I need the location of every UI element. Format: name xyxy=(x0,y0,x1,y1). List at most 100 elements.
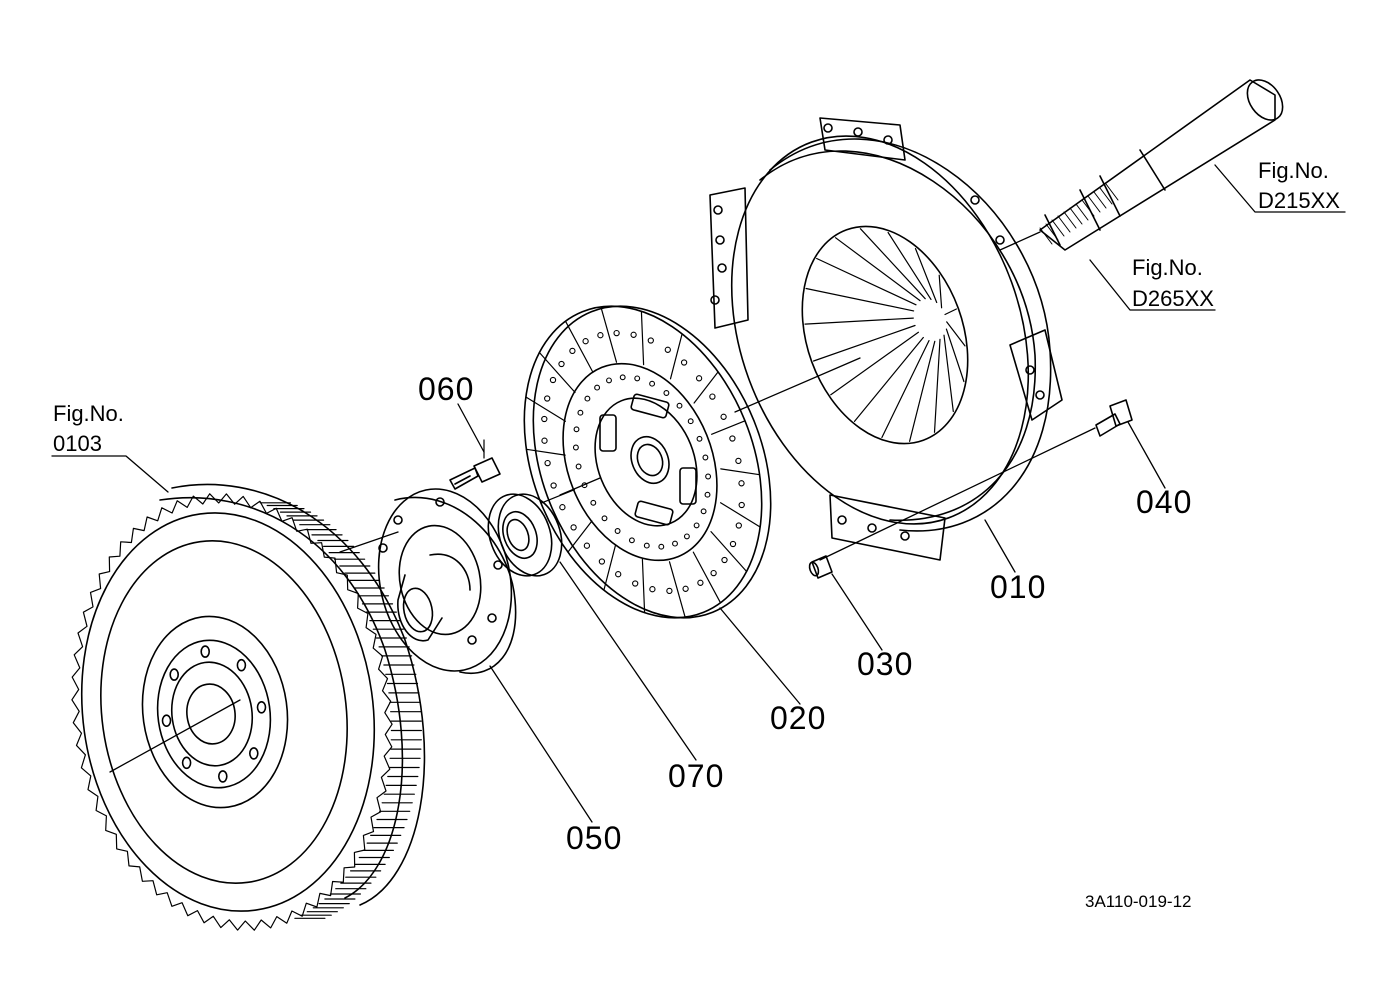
clutch-disc-facing-segments xyxy=(525,306,761,618)
bearing xyxy=(487,493,563,577)
plate-rivet xyxy=(696,435,703,442)
facing-segment-divider xyxy=(525,448,566,456)
plate-rivet xyxy=(577,409,584,416)
facing-segment-divider xyxy=(640,310,645,366)
spline-line xyxy=(1045,223,1059,241)
facing-rivet xyxy=(615,571,622,578)
diaphragm-finger xyxy=(914,248,938,304)
facing-rivet xyxy=(697,579,704,586)
facing-segment-divider xyxy=(603,544,617,591)
facing-segment-divider xyxy=(710,530,748,573)
plate-rivet xyxy=(590,499,597,506)
plate-rivet xyxy=(687,418,694,425)
plate-rivet xyxy=(601,515,608,522)
plate-rivet xyxy=(594,384,601,391)
facing-segment-divider xyxy=(564,320,594,373)
facing-rivet xyxy=(664,346,671,353)
leader-lines xyxy=(51,164,1346,823)
pressure-plate-hole xyxy=(710,295,720,305)
facing-rivet xyxy=(729,435,736,442)
facing-segment-divider xyxy=(669,333,683,380)
diaphragm-finger xyxy=(816,257,917,306)
plate-rivet xyxy=(614,528,621,534)
hub-flange xyxy=(377,488,517,675)
pressure-plate-hole xyxy=(995,235,1005,245)
plate-rivet xyxy=(658,543,665,550)
plate-rivet xyxy=(683,533,690,540)
pressure-plate-hole xyxy=(970,195,980,205)
diaphragm-finger xyxy=(859,228,926,300)
spline-line xyxy=(1081,199,1095,217)
spline-line xyxy=(1087,195,1101,213)
pressure-plate xyxy=(709,117,1063,561)
diaphragm-finger xyxy=(853,336,924,422)
flywheel-bolt-hole xyxy=(181,756,192,770)
pressure-plate-hole xyxy=(715,235,725,245)
diaphragm-spring-fingers xyxy=(804,228,966,442)
pressure-plate-hole xyxy=(1025,365,1035,375)
clutch-disc-rivets xyxy=(541,329,745,595)
facing-rivet xyxy=(720,413,727,420)
facing-rivet xyxy=(630,331,637,338)
plate-rivet xyxy=(643,542,650,549)
fig-ref-d215xx-caption: Fig.No. xyxy=(1258,158,1329,183)
facing-rivet xyxy=(647,337,654,344)
plate-rivet xyxy=(676,402,683,409)
facing-rivet xyxy=(710,569,717,577)
drawing-code: 3A110-019-12 xyxy=(1085,892,1192,911)
diaphragm-finger xyxy=(945,328,965,383)
spline-line xyxy=(1069,207,1083,225)
flywheel-bolt-hole xyxy=(249,747,259,760)
facing-rivet xyxy=(569,347,576,355)
facing-segment-divider xyxy=(720,468,761,476)
facing-rivet xyxy=(709,393,716,400)
diaphragm-finger xyxy=(933,338,941,433)
diaphragm-finger xyxy=(881,340,930,439)
facing-segment-divider xyxy=(719,502,761,528)
pressure-plate-hole xyxy=(900,531,910,541)
facing-rivet xyxy=(735,457,742,465)
facing-segment-divider xyxy=(668,561,686,618)
plate-rivet xyxy=(704,491,711,498)
spline-line xyxy=(1051,219,1065,237)
diaphragm-finger xyxy=(943,334,954,413)
flywheel-bolt-hole xyxy=(161,714,172,728)
plate-rivet xyxy=(700,508,707,515)
flywheel-bolt-hole xyxy=(236,658,247,672)
facing-segment-divider xyxy=(525,396,567,422)
facing-rivet xyxy=(729,540,737,548)
part-label-020: 020 xyxy=(770,700,827,736)
facing-segment-divider xyxy=(641,558,646,614)
part-label-040: 040 xyxy=(1136,484,1193,520)
plate-rivet xyxy=(693,522,700,529)
flywheel-bolt-hole xyxy=(256,700,267,714)
pressure-plate-hole xyxy=(1035,390,1045,400)
diaphragm-finger xyxy=(834,237,921,302)
diaphragm-finger xyxy=(812,324,916,362)
fig-ref-0103-caption: Fig.No. xyxy=(53,401,124,426)
facing-rivet xyxy=(549,376,557,384)
pressure-plate-hole xyxy=(867,523,877,533)
flywheel-bolt-hole xyxy=(169,668,179,681)
spline-line xyxy=(1099,187,1113,205)
part-label-050: 050 xyxy=(566,820,623,856)
facing-rivet xyxy=(582,338,589,345)
part-label-070: 070 xyxy=(668,758,725,794)
input-shaft xyxy=(1039,79,1284,251)
facing-rivet xyxy=(558,360,565,368)
facing-rivet xyxy=(583,542,591,549)
fig-ref-0103-number: 0103 xyxy=(53,431,102,456)
pressure-plate-hole xyxy=(853,127,863,137)
facing-rivet xyxy=(598,558,606,565)
pressure-plate-bolt xyxy=(1095,399,1133,437)
hub-bolt xyxy=(449,439,501,490)
facing-segment-divider xyxy=(693,371,719,404)
flywheel-bolt-hole xyxy=(218,770,228,783)
facing-rivet xyxy=(721,556,728,564)
pressure-plate-hole xyxy=(713,205,723,215)
facing-rivet xyxy=(738,501,745,509)
facing-segment-divider xyxy=(692,551,722,604)
spline-line xyxy=(1039,227,1053,245)
spline-line xyxy=(1063,211,1077,229)
